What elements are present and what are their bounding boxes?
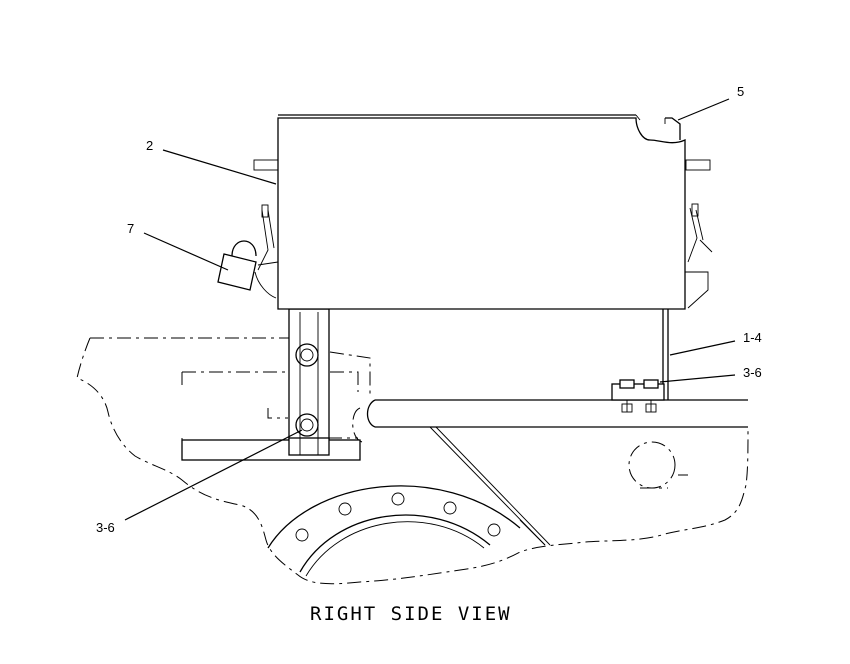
callout-3-6-left: 3-6 — [96, 520, 115, 535]
leader-lines — [124, 98, 736, 521]
callout-1-4: 1-4 — [743, 330, 762, 345]
bearing-ring — [267, 485, 521, 577]
machine-frame-outline — [76, 337, 749, 585]
right-support — [611, 309, 669, 413]
callout-7: 7 — [127, 221, 134, 236]
callout-3-6-right: 3-6 — [743, 365, 762, 380]
frame-beam — [366, 399, 748, 546]
view-title: RIGHT SIDE VIEW — [310, 603, 512, 625]
storage-box — [253, 114, 713, 310]
mounting-bracket — [181, 308, 361, 461]
callout-5: 5 — [737, 84, 744, 99]
padlock — [217, 240, 257, 291]
callout-2: 2 — [146, 138, 153, 153]
